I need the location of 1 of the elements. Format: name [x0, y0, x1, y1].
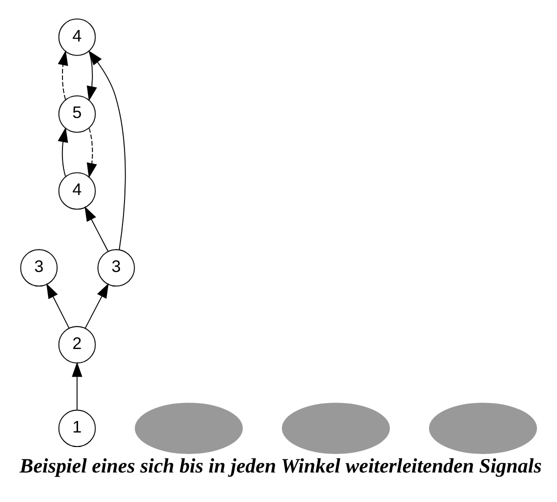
- caption: Beispiel eines sich bis in jeden Winkel weiterleitenden Signals: [20, 456, 542, 478]
